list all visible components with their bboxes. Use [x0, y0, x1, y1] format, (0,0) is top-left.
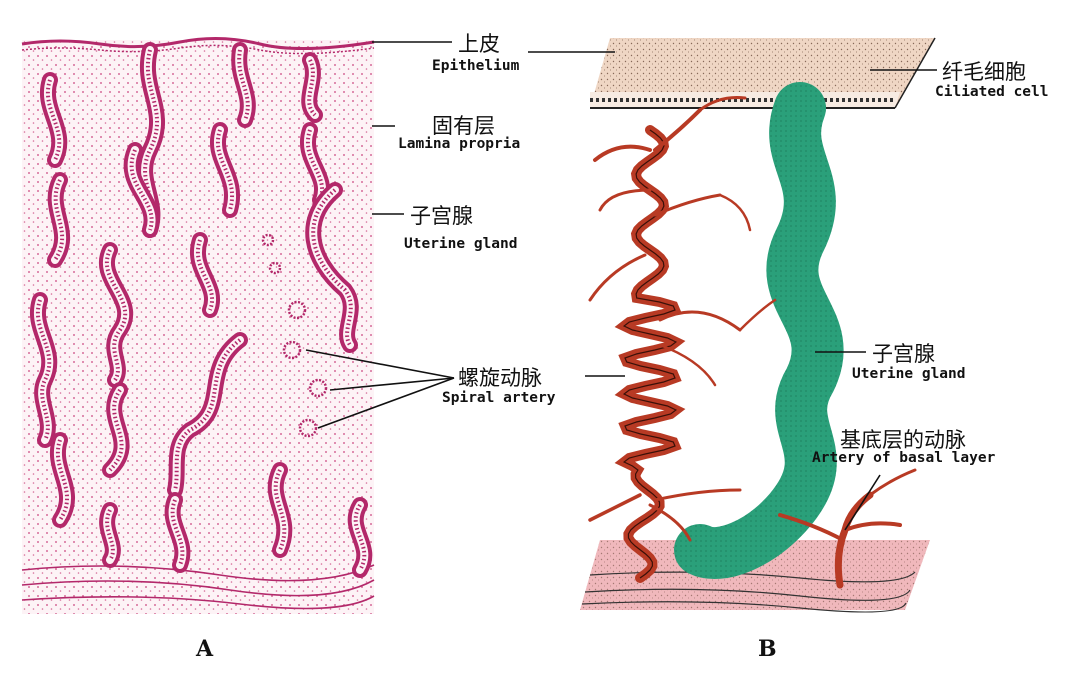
spiral-artery-section-2	[268, 261, 282, 275]
artery-branch-3	[698, 96, 747, 112]
panel-b-uterine-gland-green	[674, 82, 844, 579]
artery-branch-13	[653, 488, 742, 502]
spiral-artery-section-5	[308, 378, 328, 398]
leader-lines	[305, 41, 937, 531]
label-ciliated-cell-zh: 纤毛细胞	[942, 60, 1026, 84]
panel-letter-b: B	[758, 636, 777, 662]
label-uterine-gland-b-zh: 子宫腺	[872, 342, 935, 366]
spiral-artery-section-4	[282, 340, 302, 360]
gland-cells-4	[46, 79, 62, 161]
panel-b-epithelium-block	[590, 37, 936, 109]
spiral-artery-section-3	[287, 300, 307, 320]
artery-branch-12	[648, 503, 692, 542]
artery-branch-5	[653, 193, 722, 217]
label-ciliated-cell-en: Ciliated cell	[935, 84, 1049, 100]
artery-branch-7	[588, 253, 647, 302]
artery-branch-11	[588, 493, 642, 522]
label-uterine-gland-a-en: Uterine gland	[404, 236, 518, 252]
gland-cells-18	[170, 499, 185, 566]
gland-lumen-9	[309, 186, 355, 349]
artery-branch-4	[598, 188, 652, 212]
gland-lumen-16	[271, 466, 289, 554]
artery-branch-9	[738, 298, 777, 332]
gland-cells-5	[53, 179, 65, 262]
gland-lumen-17	[103, 506, 117, 564]
label-spiral-artery-en: Spiral artery	[442, 390, 556, 406]
label-lamina-propria-en: Lamina propria	[398, 136, 521, 152]
gland-lumen-3	[305, 56, 319, 119]
panel-a-spiral-artery-sections	[261, 233, 328, 438]
spiral-artery-section-6	[298, 418, 318, 438]
label-lamina-propria-zh: 固有层	[432, 114, 495, 138]
gland-cells-15	[55, 439, 70, 522]
label-epithelium-zh: 上皮	[458, 32, 500, 56]
gland-lumen-13	[171, 336, 244, 494]
panel-a-tissue	[21, 36, 375, 614]
gland-cells-7	[216, 129, 234, 211]
artery-branch-6	[718, 193, 752, 232]
label-uterine-gland-a-zh: 子宫腺	[410, 204, 473, 228]
spiral-artery-section-1	[261, 233, 275, 247]
panel-b-spiral-artery	[588, 96, 777, 583]
label-uterine-gland-b-en: Uterine gland	[852, 366, 966, 382]
artery-branch-2	[653, 108, 702, 152]
artery-branch-10	[658, 343, 717, 387]
gland-cells-11	[196, 239, 214, 311]
label-basal-artery-zh: 基底层的动脉	[840, 428, 966, 452]
gland-cells-6	[129, 149, 154, 231]
gland-cells-10	[105, 249, 128, 382]
label-spiral-artery-zh: 螺旋动脉	[458, 366, 542, 390]
panel-a-uterine-glands	[30, 42, 373, 578]
panel-b-basal-layer	[580, 540, 930, 613]
gland-cells-2	[237, 49, 250, 121]
artery-branch-1	[593, 144, 652, 162]
gland-cells-14	[108, 388, 124, 472]
gland-lumen-12	[34, 296, 54, 444]
label-epithelium-en: Epithelium	[432, 58, 520, 74]
label-basal-artery-en: Artery of basal layer	[812, 450, 996, 466]
panel-letter-a: A	[196, 636, 214, 662]
artery-branch-8	[658, 310, 742, 332]
gland-lumen-19	[351, 501, 369, 574]
